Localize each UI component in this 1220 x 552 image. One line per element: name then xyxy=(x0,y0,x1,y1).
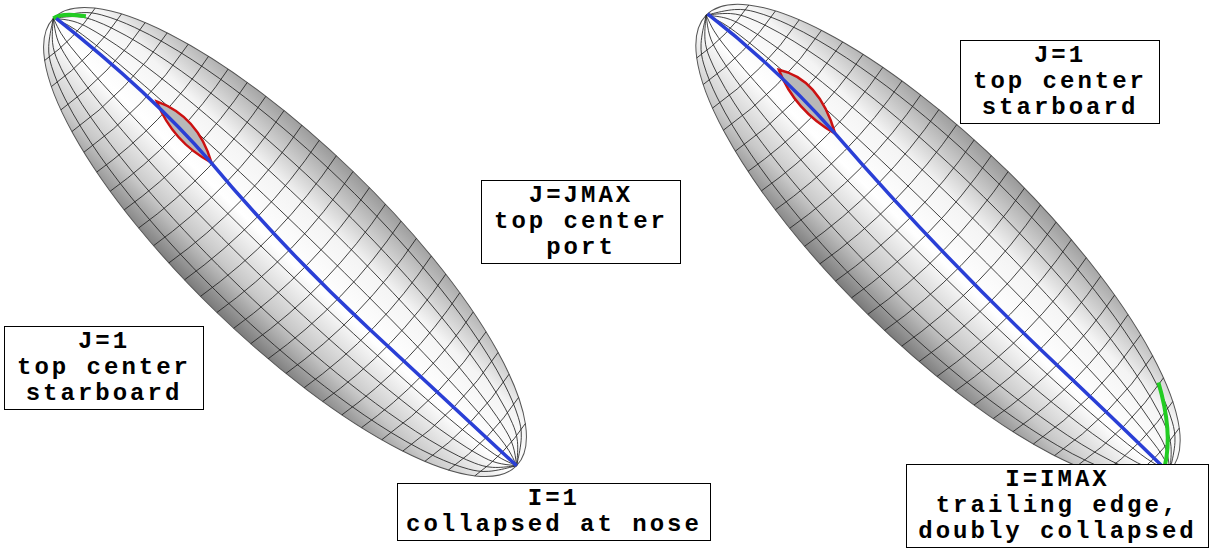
mesh-line xyxy=(97,56,214,177)
mesh-line xyxy=(692,15,1170,485)
mesh-line xyxy=(937,240,1077,383)
mesh-line xyxy=(139,96,272,233)
body-surface xyxy=(636,0,1220,542)
mesh-line xyxy=(703,11,779,88)
label-box: I=1collapsed at nose xyxy=(397,483,711,541)
mesh-line xyxy=(84,44,193,157)
index-label: I=1 xyxy=(406,486,702,512)
mesh-line xyxy=(706,0,1215,471)
mesh-line xyxy=(61,23,149,114)
mesh-line xyxy=(974,276,1106,411)
mesh-line xyxy=(25,18,517,495)
index-label: J=JMAX xyxy=(490,183,672,209)
mesh-line xyxy=(761,67,888,196)
right-body xyxy=(636,0,1220,542)
mesh-line xyxy=(0,18,517,525)
label-box: J=1top center starboard xyxy=(960,40,1160,124)
mesh-line xyxy=(706,0,1199,471)
mesh-line xyxy=(234,188,376,335)
mesh-line xyxy=(677,15,1170,501)
mesh-line xyxy=(706,0,1220,471)
description-text: top center starboard xyxy=(969,69,1151,121)
mesh-line xyxy=(748,54,868,176)
mesh-line xyxy=(706,1,1184,471)
mesh-line xyxy=(40,18,517,479)
mesh-line xyxy=(902,205,1047,352)
label-box: J=JMAXtop center port xyxy=(481,180,681,264)
index-label: I=IMAX xyxy=(915,467,1200,493)
mesh-line xyxy=(661,15,1170,517)
mesh-line xyxy=(713,20,804,112)
mesh-line xyxy=(919,222,1062,367)
description-text: trailing edge, doubly collapsed xyxy=(915,493,1200,545)
left-body xyxy=(0,0,585,536)
index-label: J=1 xyxy=(13,329,195,355)
description-text: collapsed at nose xyxy=(406,512,702,538)
mesh-line xyxy=(9,18,516,511)
mesh-line xyxy=(735,42,847,156)
mesh-line xyxy=(723,30,826,134)
mesh-line xyxy=(955,258,1092,397)
body-surface xyxy=(0,0,585,536)
mesh-line xyxy=(697,5,751,60)
label-box: I=IMAXtrailing edge, doubly collapsed xyxy=(906,464,1209,548)
description-text: top center starboard xyxy=(13,355,195,407)
mesh-line xyxy=(124,82,253,215)
blue-centerline xyxy=(703,9,1172,470)
label-box: J=1top center starboard xyxy=(4,326,204,410)
mesh-line xyxy=(110,69,233,196)
mesh-line xyxy=(647,15,1170,531)
mesh-line xyxy=(885,188,1031,337)
description-text: top center port xyxy=(490,209,672,261)
red-curve xyxy=(771,63,846,137)
index-label: J=1 xyxy=(969,43,1151,69)
